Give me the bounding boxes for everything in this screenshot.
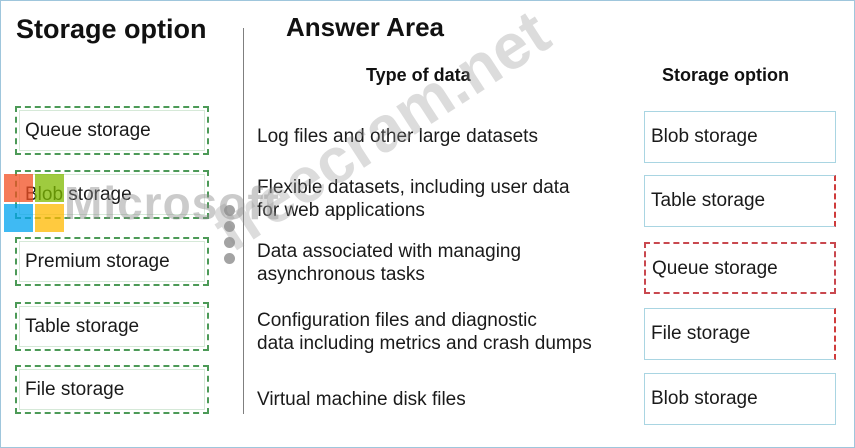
panel-divider (243, 28, 244, 414)
answer-slot-1[interactable]: Blob storage (644, 111, 836, 163)
data-type-line: Flexible datasets, including user data (257, 177, 570, 198)
option-premium-storage[interactable]: Premium storage (15, 237, 209, 286)
data-type-line: Log files and other large datasets (257, 126, 538, 147)
answer-slot-3[interactable]: Queue storage (644, 242, 836, 294)
answer-slot-5[interactable]: Blob storage (644, 373, 836, 425)
data-type-line: Virtual machine disk files (257, 389, 466, 410)
data-type-line: Data associated with managing (257, 241, 522, 262)
drag-handle-icon[interactable] (224, 205, 236, 269)
microsoft-watermark: Microsoft (64, 177, 280, 229)
answer-slot-2[interactable]: Table storage (644, 175, 836, 227)
data-type-row-2: Flexible datasets, including user data f… (257, 176, 570, 222)
storage-option-heading: Storage option (16, 14, 207, 44)
option-file-storage[interactable]: File storage (15, 365, 209, 414)
option-table-storage[interactable]: Table storage (15, 302, 209, 351)
data-type-row-1: Log files and other large datasets (257, 125, 538, 148)
data-type-line: data including metrics and crash dumps (257, 333, 592, 354)
option-queue-storage[interactable]: Queue storage (15, 106, 209, 155)
data-type-row-4: Configuration files and diagnostic data … (257, 309, 592, 355)
microsoft-logo-icon (4, 174, 66, 234)
data-type-line: for web applications (257, 200, 425, 221)
answer-area-heading: Answer Area (286, 12, 444, 42)
type-of-data-header: Type of data (366, 65, 471, 85)
answer-slot-4[interactable]: File storage (644, 308, 836, 360)
data-type-line: asynchronous tasks (257, 264, 425, 285)
data-type-line: Configuration files and diagnostic (257, 310, 537, 331)
data-type-row-5: Virtual machine disk files (257, 388, 466, 411)
storage-option-header: Storage option (662, 65, 789, 85)
data-type-row-3: Data associated with managing asynchrono… (257, 240, 521, 286)
